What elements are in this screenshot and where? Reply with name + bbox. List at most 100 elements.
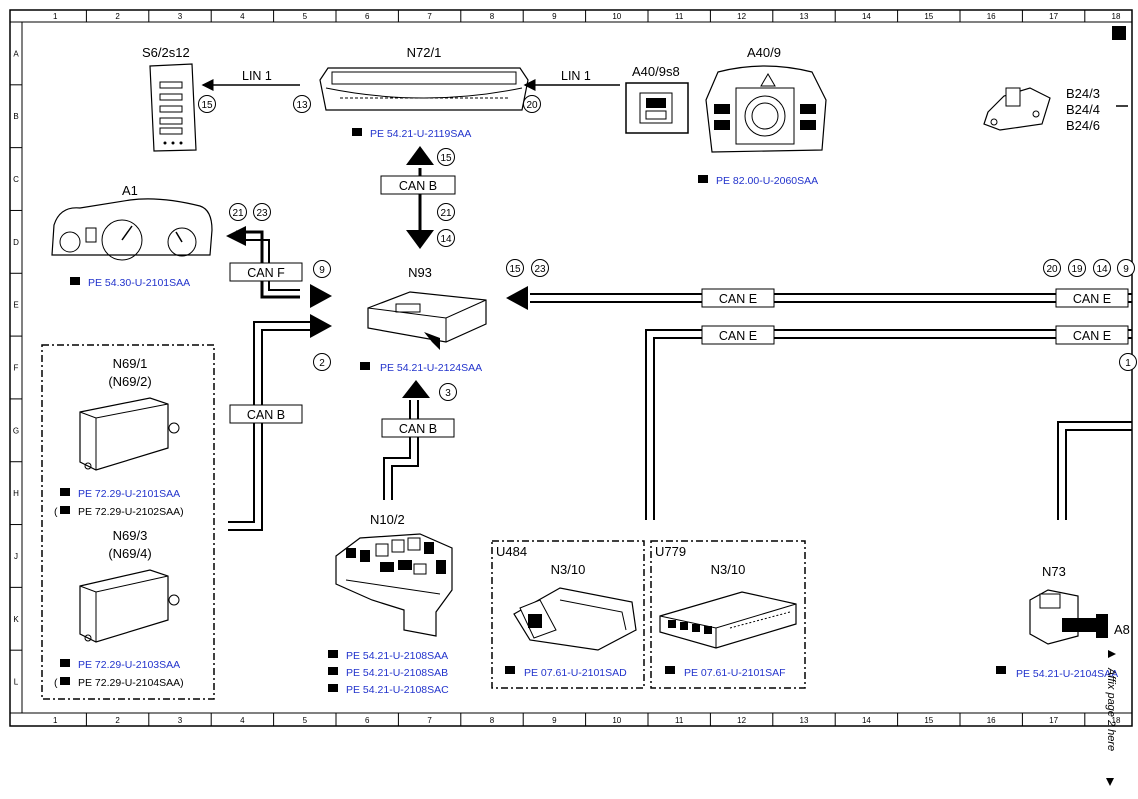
u484-module[interactable]: U484 N3/10 (496, 544, 637, 651)
column-label: 6 (365, 12, 370, 21)
can-b-top-box (380, 175, 456, 195)
n93-label: N93 (408, 265, 432, 280)
n72-overhead-panel[interactable]: N72/1 (319, 45, 529, 111)
ruler-ticks (10, 10, 1086, 726)
n10-2-label: N10/2 (370, 512, 405, 527)
a40-9-ref[interactable]: PE 82.00-U-2060SAA (716, 175, 818, 187)
n69-1-label: N69/1 (113, 356, 148, 371)
column-label: 1 (53, 716, 58, 725)
n73-partial-label: A8 (1114, 622, 1130, 637)
u779-module[interactable]: U779 N3/10 (655, 544, 797, 649)
n93-ref[interactable]: PE 54.21-U-2124SAA (380, 362, 482, 374)
ref-hand-icon (60, 488, 70, 496)
circle-c15b (437, 148, 455, 166)
svg-text:15: 15 (440, 153, 452, 164)
ref-hand-icon (60, 506, 70, 514)
s6-switch-panel[interactable]: S6/2s12 (142, 45, 197, 152)
a40-9s8-switch[interactable]: A40/9s8 (625, 64, 689, 134)
can-b-bottom-line-1 (383, 400, 411, 500)
row-label: L (14, 678, 19, 687)
svg-text:23: 23 (534, 264, 546, 275)
column-label: 7 (427, 12, 432, 21)
can-b-bottom-line-2 (391, 400, 419, 500)
n69-3-module[interactable]: N69/3 (N69/4) (79, 528, 180, 643)
u484-ref[interactable]: PE 07.61-U-2101SAD (524, 667, 627, 679)
can-b-top-arrow-up (406, 146, 434, 165)
can-e-1-box (701, 288, 775, 308)
svg-text:2: 2 (319, 358, 325, 369)
column-label: 18 (1112, 12, 1121, 21)
ref-hand-icon (360, 362, 370, 370)
column-label: 12 (737, 12, 746, 21)
row-label: B (13, 112, 18, 121)
row-label: H (13, 489, 19, 498)
circle-c9a (313, 260, 331, 278)
can-f-box (229, 262, 303, 282)
circle-c20b (1043, 259, 1061, 277)
n10-2-module[interactable]: N10/2 (335, 512, 453, 637)
circle-c3 (439, 383, 457, 401)
b24-label-2: B24/4 (1066, 102, 1100, 117)
can-e-4-box (1055, 325, 1129, 345)
column-label: 17 (1049, 12, 1058, 21)
column-label: 16 (987, 716, 996, 725)
n69-1-alt: (N69/2) (108, 374, 151, 389)
n73-ref[interactable]: PE 54.21-U-2104SAA (1016, 668, 1118, 680)
svg-text:15: 15 (201, 100, 213, 111)
column-label: 4 (240, 12, 245, 21)
n69-1-ref2[interactable]: PE 72.29-U-2102SAA) (78, 506, 184, 518)
column-label: 2 (115, 716, 120, 725)
n10-2-ref-2[interactable]: PE 54.21-U-2108SAB (346, 667, 448, 679)
can-b-top-label: CAN B (399, 179, 437, 193)
a1-instrument-cluster[interactable]: A1 (51, 183, 213, 261)
n69-3-ref[interactable]: PE 72.29-U-2103SAA (78, 659, 180, 671)
ref-hand-icon (70, 277, 80, 285)
a40-9-console[interactable]: A40/9 (705, 45, 827, 153)
n72-label: N72/1 (407, 45, 442, 60)
can-e-1-arrow (506, 286, 528, 310)
column-label: 13 (800, 716, 809, 725)
can-b-left-arrow (310, 314, 332, 338)
u779-group-frame (650, 540, 806, 689)
u484-group-frame (491, 540, 645, 689)
n72-ref[interactable]: PE 54.21-U-2119SAA (370, 128, 471, 140)
ref-hand-icon (60, 659, 70, 667)
column-label: 11 (675, 12, 684, 21)
n69-1-module[interactable]: N69/1 (N69/2) (79, 356, 180, 471)
n69-3-alt: (N69/4) (108, 546, 151, 561)
row-label: G (13, 426, 19, 435)
n69-3-ref2[interactable]: PE 72.29-U-2104SAA) (78, 677, 184, 689)
u779-ref[interactable]: PE 07.61-U-2101SAF (684, 667, 786, 679)
row-label: F (14, 364, 19, 373)
can-e-3-box (1055, 288, 1129, 308)
can-b-top-arrow-down (406, 230, 434, 249)
circle-c20a (523, 95, 541, 113)
column-label: 14 (862, 716, 871, 725)
svg-text:13: 13 (296, 100, 308, 111)
column-label: 10 (612, 716, 621, 725)
b24-sensor[interactable]: B24/3 B24/4 B24/6 (983, 86, 1100, 133)
n73-module[interactable]: N73 A8 (1029, 564, 1130, 645)
n69-1-ref[interactable]: PE 72.29-U-2101SAA (78, 488, 180, 500)
ref-hand-icon (698, 175, 708, 183)
row-label: A (13, 49, 19, 58)
svg-text:9: 9 (319, 265, 325, 276)
circle-c23b (531, 259, 549, 277)
column-label: 15 (924, 716, 933, 725)
can-e-3-label: CAN E (1073, 292, 1111, 306)
n93-module[interactable]: N93 (367, 265, 487, 350)
ref-hand-icon (505, 666, 515, 674)
column-label: 8 (490, 716, 495, 725)
can-e-2-label: CAN E (719, 329, 757, 343)
can-e-4-label: CAN E (1073, 329, 1111, 343)
circle-c1 (1119, 353, 1137, 371)
a1-label: A1 (122, 183, 138, 198)
n10-2-ref-1[interactable]: PE 54.21-U-2108SAA (346, 650, 448, 662)
a1-ref[interactable]: PE 54.30-U-2101SAA (88, 277, 190, 289)
n10-2-ref-3[interactable]: PE 54.21-U-2108SAC (346, 684, 449, 696)
column-label: 16 (987, 12, 996, 21)
n73-line-a (1057, 421, 1132, 520)
column-label: 11 (675, 716, 684, 725)
column-label: 9 (552, 12, 557, 21)
